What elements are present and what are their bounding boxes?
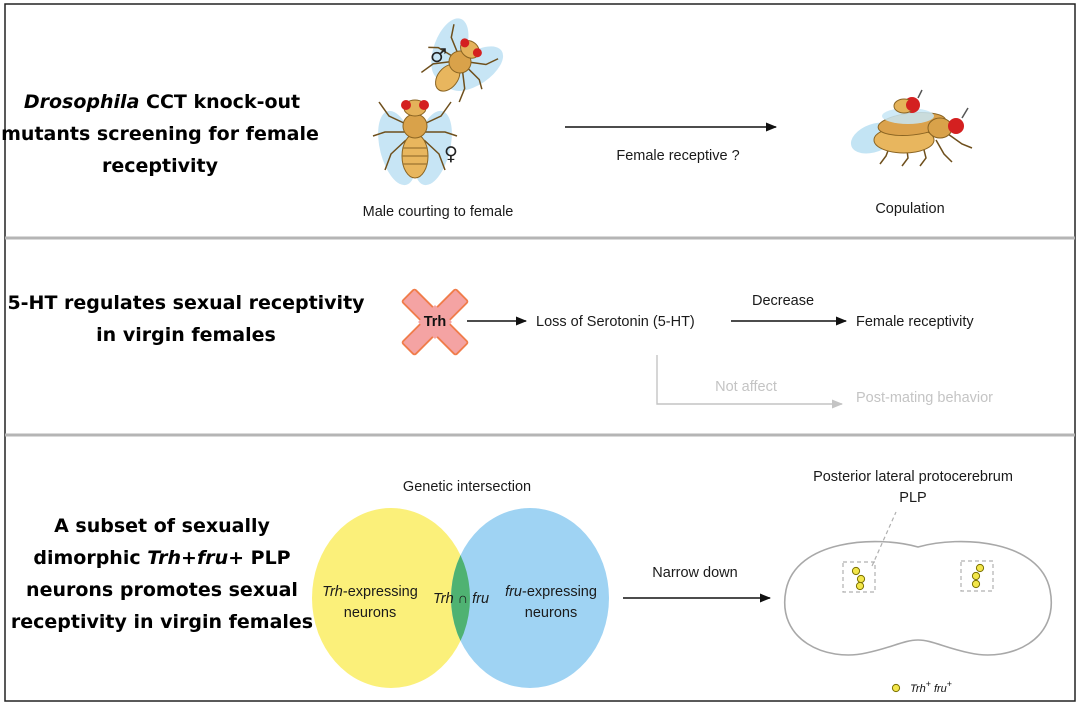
neuron-dot bbox=[975, 563, 985, 573]
post-mating-label: Post-mating behavior bbox=[856, 390, 993, 406]
venn-fru-circle bbox=[451, 508, 609, 688]
panel3-heading-line3: neurons promotes sexual bbox=[26, 579, 298, 601]
plp-pointer-line bbox=[871, 511, 897, 567]
courting-caption: Male courting to female bbox=[363, 204, 514, 220]
panel1-heading-line1: Drosophila CCT knock-out bbox=[24, 91, 300, 113]
panel2-heading-line1: 5-HT regulates sexual receptivity bbox=[7, 292, 365, 314]
left-plp-box bbox=[842, 561, 876, 593]
panel1-heading-line2: mutants screening for female bbox=[1, 123, 319, 145]
intersection-label: Trh ∩ fru bbox=[433, 591, 489, 607]
neuron-dot bbox=[971, 579, 981, 589]
legend-label: Trh+fru+ bbox=[910, 679, 952, 695]
panel3-heading-line4: receptivity in virgin females bbox=[11, 611, 313, 633]
panel2-heading-line2: in virgin females bbox=[96, 324, 276, 346]
not-affect-arrow bbox=[656, 355, 844, 409]
neuron-dot bbox=[851, 566, 861, 576]
plp-label: PLP bbox=[899, 490, 926, 506]
right-plp-box bbox=[960, 560, 994, 592]
venn-trh-circle bbox=[312, 508, 470, 688]
panel-serotonin: 5-HT regulates sexual receptivity in vir… bbox=[7, 288, 993, 409]
narrow-down-label: Narrow down bbox=[652, 565, 737, 581]
knockout-cross-icon bbox=[401, 288, 469, 356]
panel3-heading-line1: A subset of sexually bbox=[54, 515, 270, 537]
receptive-question-label: Female receptive ? bbox=[616, 148, 739, 164]
outer-frame bbox=[4, 3, 1076, 702]
neuron-dot bbox=[856, 574, 866, 584]
trh-gene-label: Trh bbox=[424, 314, 447, 330]
trh-neurons-label: neurons bbox=[344, 605, 396, 621]
neuron-dot bbox=[971, 571, 981, 581]
male-fly-icon bbox=[420, 18, 504, 103]
decrease-label: Decrease bbox=[752, 293, 814, 309]
female-fly-icon bbox=[372, 99, 458, 186]
panel-screening: Drosophila CCT knock-out mutants screeni… bbox=[1, 18, 973, 220]
brain-outline bbox=[783, 540, 1053, 656]
neuron-dot bbox=[855, 581, 865, 591]
trh-expressing-label: Trh-expressing bbox=[322, 584, 418, 600]
copulation-flies-icon bbox=[850, 89, 973, 167]
legend-neuron-dot bbox=[891, 683, 901, 693]
not-affect-label: Not affect bbox=[715, 379, 777, 395]
female-symbol: ♀ bbox=[444, 143, 458, 165]
panel1-heading-line3: receptivity bbox=[102, 155, 219, 177]
fru-neurons-label: neurons bbox=[525, 605, 577, 621]
panel3-heading-line2: dimorphic Trh+fru+ PLP bbox=[33, 547, 290, 569]
brain-region-label: Posterior lateral protocerebrum bbox=[813, 469, 1013, 485]
copulation-caption: Copulation bbox=[875, 201, 944, 217]
panel-intersection: A subset of sexually dimorphic Trh+fru+ … bbox=[11, 469, 1053, 695]
fru-expressing-label: fru-expressing bbox=[505, 584, 597, 600]
female-receptivity-label: Female receptivity bbox=[856, 314, 974, 330]
male-symbol: ♂ bbox=[430, 45, 447, 67]
loss-serotonin-label: Loss of Serotonin (5-HT) bbox=[536, 314, 695, 330]
genetic-intersection-title: Genetic intersection bbox=[403, 479, 531, 495]
